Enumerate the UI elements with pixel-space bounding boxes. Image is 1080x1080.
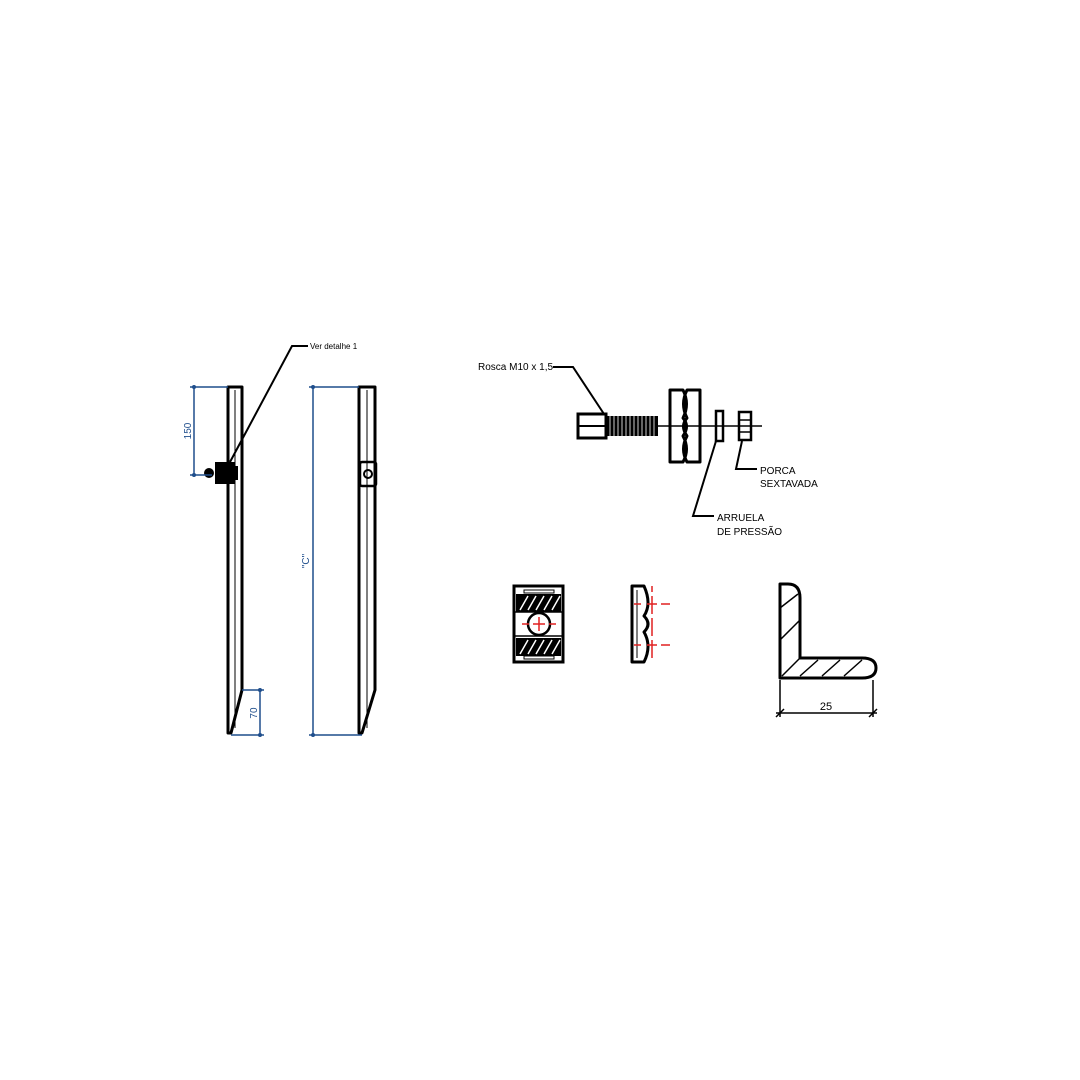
clamp-plate-side-view	[630, 584, 670, 664]
hex-nut	[737, 410, 753, 442]
dimension-25-label: 25	[820, 701, 832, 713]
bolt-assembly-left	[204, 462, 238, 484]
rod-side-view-right	[357, 385, 378, 735]
clamp-plate-front-view	[512, 584, 565, 664]
arruela-label-line1: ARRUELA	[717, 513, 765, 524]
bolt-exploded-view	[576, 388, 762, 464]
clamp-plate-2	[682, 388, 702, 464]
dimension-c: "C"	[301, 385, 362, 737]
clamp-plate-1	[668, 388, 688, 464]
leader-porca	[734, 440, 757, 470]
bolt-head-front	[358, 460, 378, 488]
leader-arruela	[691, 440, 717, 517]
dimension-70-label: 70	[249, 707, 260, 719]
porca-label-line1: PORCA	[760, 466, 796, 477]
dimension-150-label: 150	[183, 422, 194, 439]
ver-detalhe-label: Ver detalhe 1	[310, 342, 358, 351]
dimension-c-label: "C"	[301, 553, 312, 568]
dimension-25: 25	[775, 680, 878, 718]
bolt-thread	[606, 416, 658, 436]
rod-side-view-left: Ver detalhe 1	[204, 342, 358, 735]
lock-washer	[714, 409, 725, 443]
dimension-70: 70	[231, 688, 264, 737]
porca-label-line2: SEXTAVADA	[760, 479, 818, 490]
rosca-label: Rosca M10 x 1,5	[478, 362, 553, 373]
centerline-marks-front	[522, 617, 556, 631]
dimension-150: 150	[183, 385, 228, 477]
arruela-label-line2: DE PRESSÃO	[717, 525, 782, 538]
leader-ver-detalhe	[229, 345, 308, 463]
centerline-marks-side	[634, 586, 670, 658]
angle-profile-section	[778, 582, 878, 680]
leader-rosca	[553, 366, 605, 415]
